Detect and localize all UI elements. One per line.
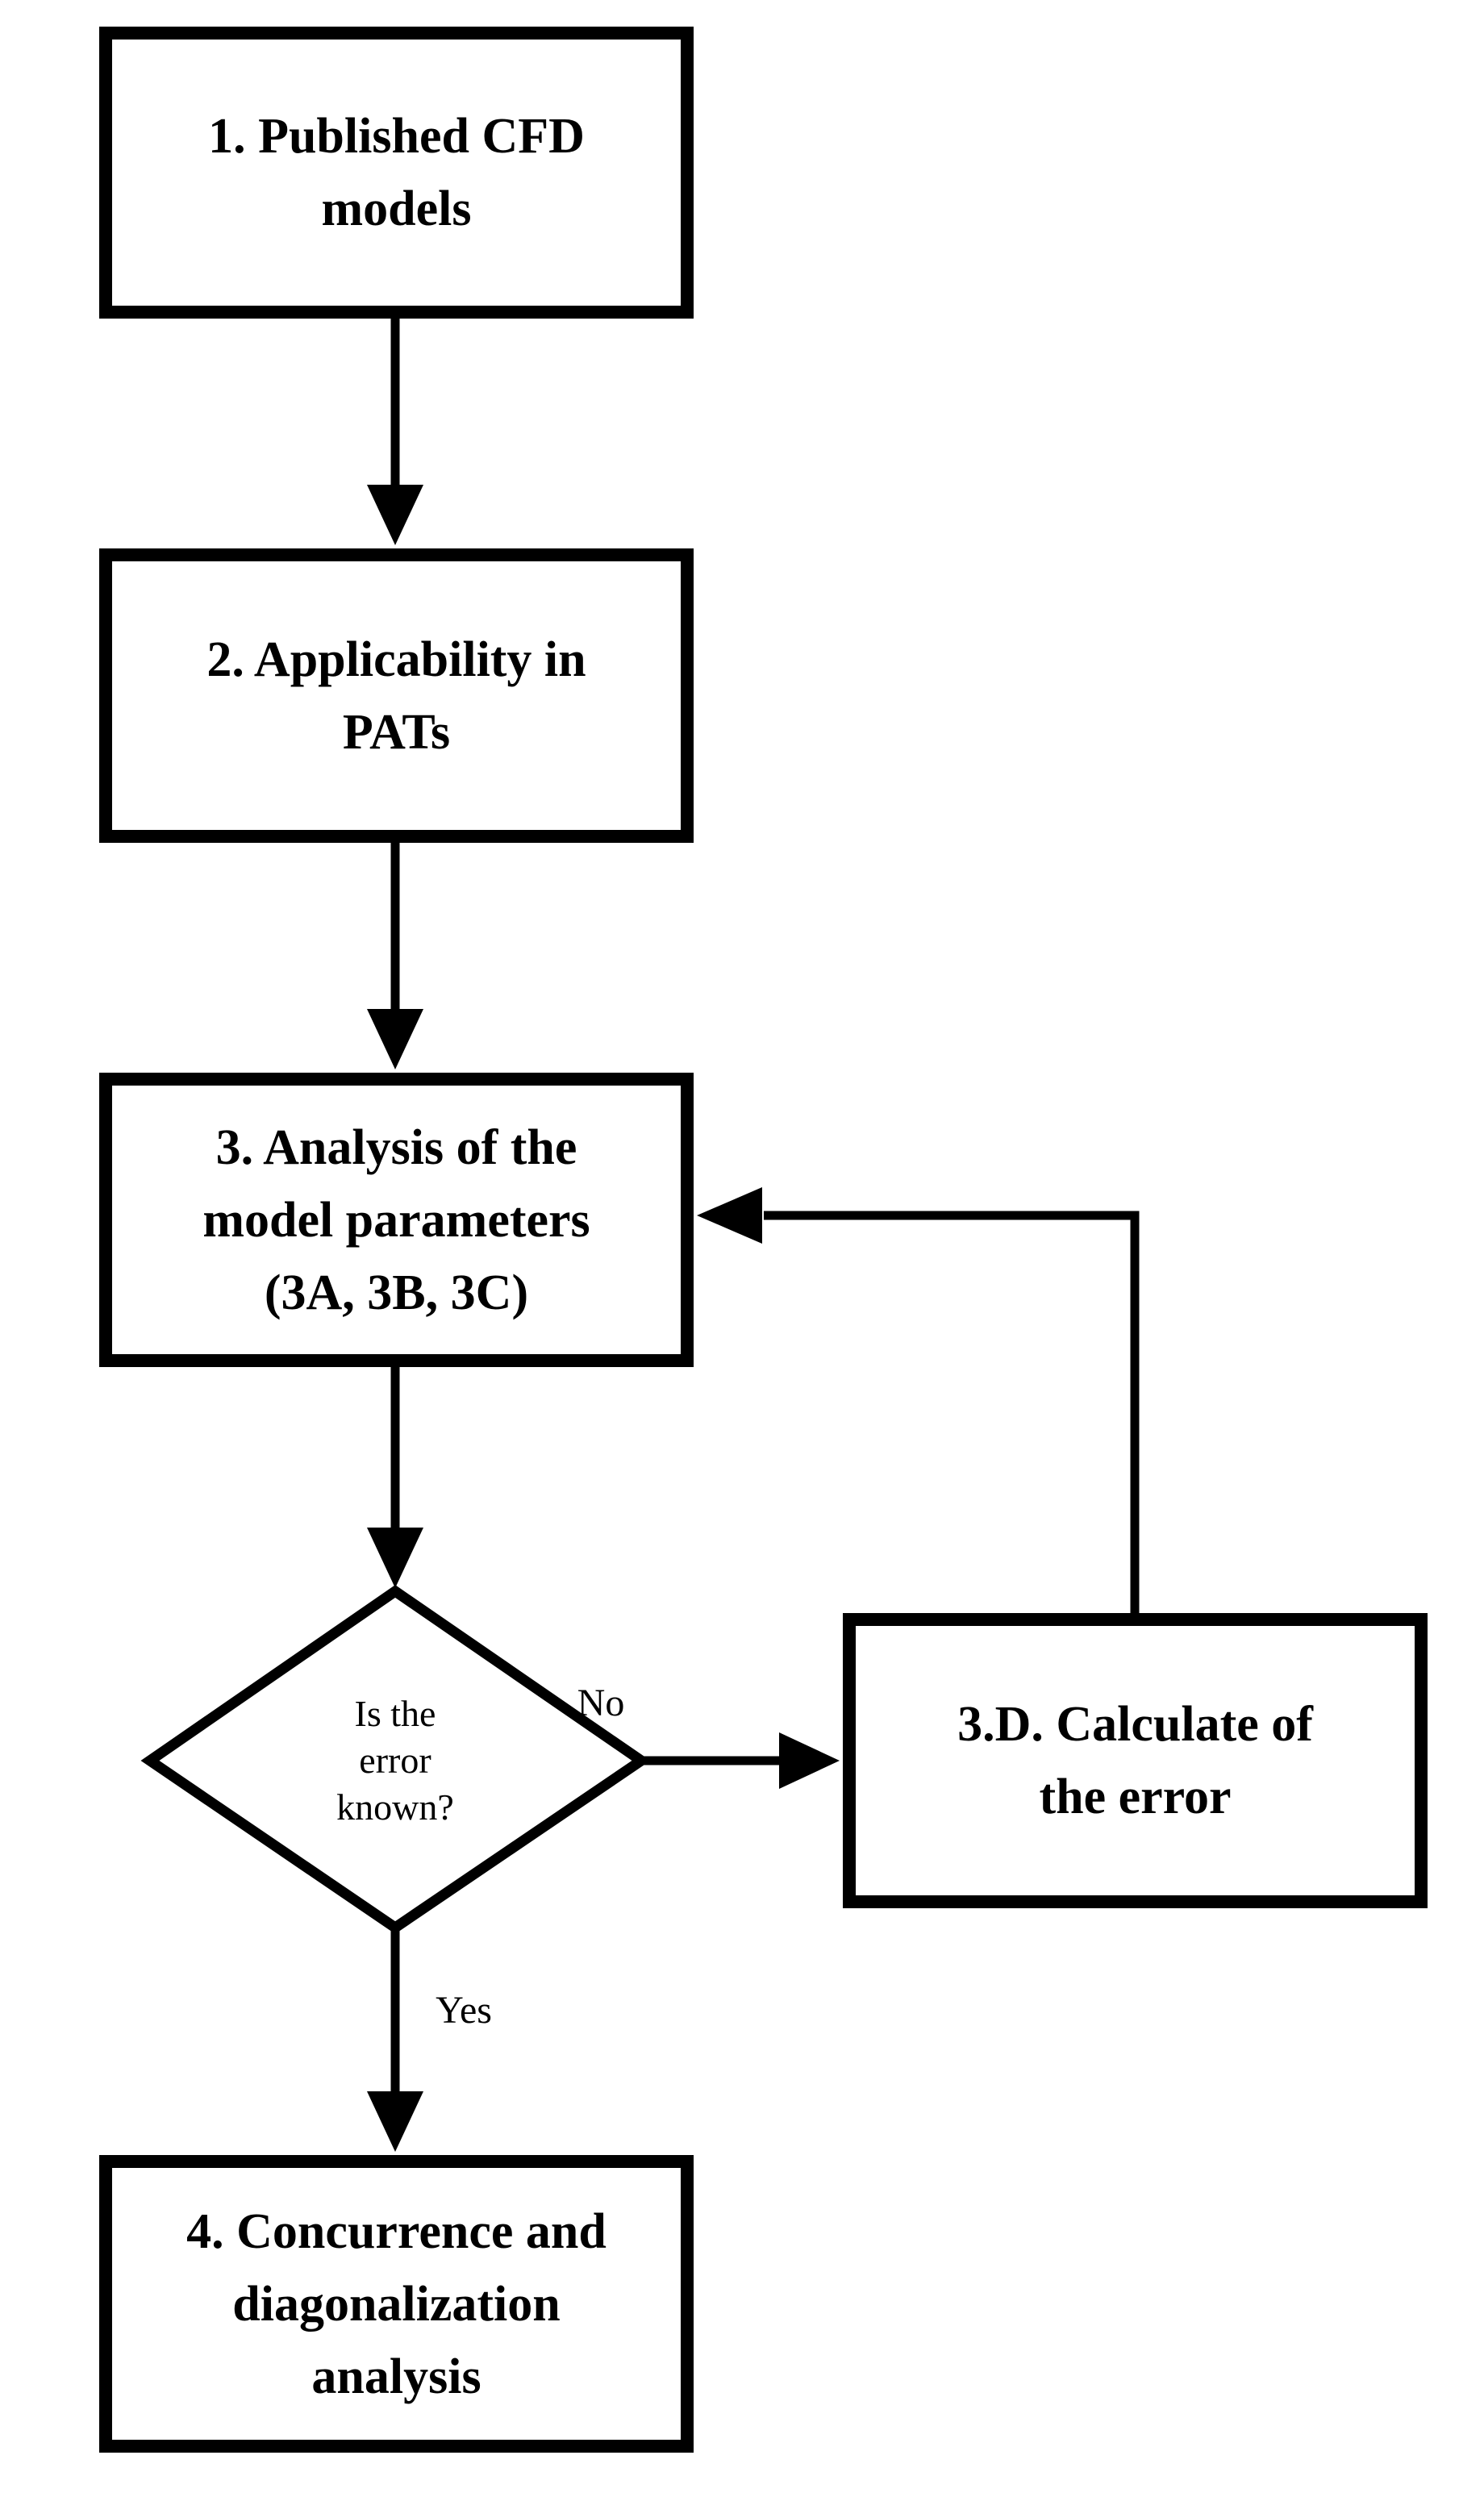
edge-label-yes: Yes — [436, 1989, 492, 2032]
process-box-3d: 3.D. Calculate of the error — [843, 1613, 1428, 1908]
edge-2-3-arrowhead — [367, 1009, 423, 1069]
edge-feedback-line — [764, 1211, 1140, 1615]
process-box-4-label: 4. Concurrence and diagonalization analy… — [186, 2203, 607, 2404]
process-box-3d-label: 3.D. Calculate of the error — [957, 1697, 1313, 1824]
process-box-3: 3. Analysis of the model parameters (3A,… — [99, 1073, 694, 1367]
process-box-4: 4. Concurrence and diagonalization analy… — [99, 2155, 694, 2453]
process-box-2: 2. Applicability in PATs — [99, 548, 694, 843]
edge-label-no: No — [577, 1682, 625, 1724]
edge-1-2-arrowhead — [367, 485, 423, 545]
process-box-1: 1. Published CFD models — [99, 27, 694, 319]
process-box-1-label: 1. Published CFD models — [208, 109, 585, 236]
edge-no-arrowhead — [779, 1732, 840, 1789]
decision-label: Is the error known? — [336, 1693, 454, 1828]
edge-yes-arrowhead — [367, 2091, 423, 2152]
edge-3-decision-arrowhead — [367, 1528, 423, 1588]
process-box-3-label: 3. Analysis of the model parameters (3A,… — [202, 1119, 590, 1320]
process-box-2-label: 2. Applicability in PATs — [206, 632, 586, 760]
edge-feedback-arrowhead — [697, 1187, 762, 1244]
